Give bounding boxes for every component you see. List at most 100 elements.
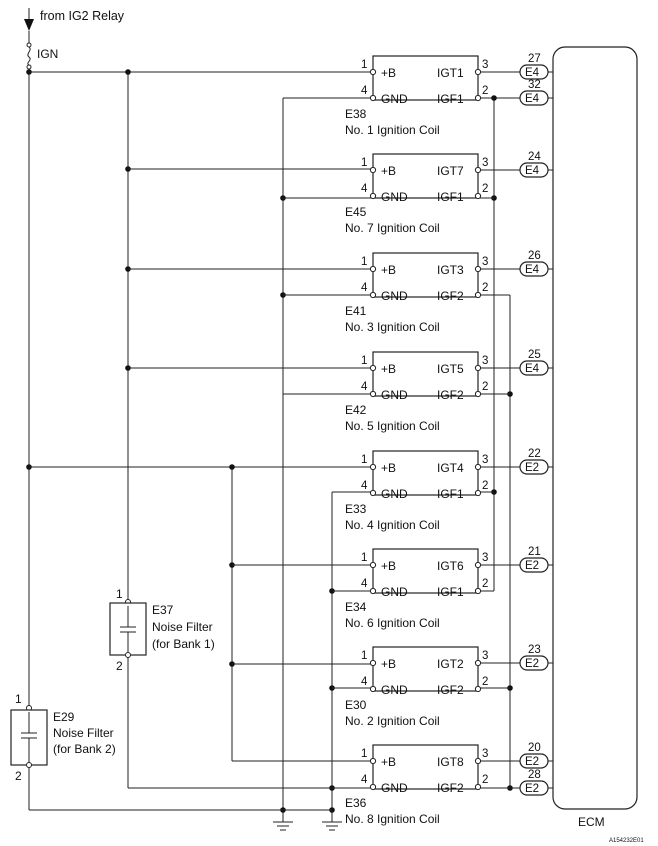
coil-pin-label: 2 [482,578,488,590]
coil-pin-label: 1 [361,355,367,367]
fuse-label: IGN [37,47,58,61]
source-label: from IG2 Relay [40,9,125,23]
ecm-pin-number: 32 [528,79,541,91]
coil-igf-label: IGF1 [437,190,464,204]
noise-filter-e29: 1 2 E29 Noise Filter (for Bank 2) [10,692,116,783]
ecm-pin-number: 20 [528,742,541,754]
ecm-connector-code: E2 [525,756,539,768]
coil-pin-label: 4 [361,381,368,393]
ecm-pin-number: 21 [528,546,541,558]
coil-terminal-label: +B [381,66,396,80]
coil-name: No. 5 Ignition Coil [345,419,440,433]
ecm-pin-number: 26 [528,250,541,262]
coil-igt-label: IGT4 [437,461,464,475]
coil-pin-label: 1 [361,650,367,662]
coil-pin-label: 3 [482,650,488,662]
coil-pin-label: 2 [482,480,488,492]
coil-pin-label: 4 [361,578,368,590]
filter-name: Noise Filter [152,620,213,634]
coil-pin-label: 1 [361,59,367,71]
coil-pin-label: 4 [361,676,368,688]
coil-code: E41 [345,304,367,318]
down-arrow-icon [24,19,34,31]
filter-note: (for Bank 1) [152,637,215,651]
coil-name: No. 6 Ignition Coil [345,616,440,630]
coil-igf-label: IGF1 [437,487,464,501]
coil-terminal-label: GND [381,683,408,697]
ecm-connector-code: E4 [525,165,540,177]
coil-terminal-label: GND [381,781,408,795]
coil-igf-label: IGF1 [437,585,464,599]
coil-pin-label: 3 [482,256,488,268]
coil-terminal-label: GND [381,487,408,501]
coil-pin-label: 2 [482,676,488,688]
coil-igf-label: IGF2 [437,289,464,303]
coil-igt-label: IGT7 [437,164,464,178]
ecm-block: ECM [552,46,638,829]
coil-terminal-label: GND [381,190,408,204]
ecm-connector-code: E4 [525,67,540,79]
ecm-pin-number: 25 [528,349,541,361]
coil-pin-label: 4 [361,480,368,492]
coil-terminal-label: GND [381,585,408,599]
coil-pin-label: 4 [361,282,368,294]
coil-terminal-label: +B [381,657,396,671]
coil-igt-label: IGT1 [437,66,464,80]
filter-code: E29 [53,710,75,724]
ecm-pin-number: 27 [528,53,541,65]
figure-code: A154232E01 [609,838,644,844]
coil-pin-label: 3 [482,552,488,564]
ecm-connector-code: E2 [525,783,539,795]
coil-igt-label: IGT6 [437,559,464,573]
coil-name: No. 4 Ignition Coil [345,518,440,532]
coil-pin-label: 1 [361,454,367,466]
noise-filter-e37: 1 2 E37 Noise Filter (for Bank 1) [109,587,215,673]
coil-pin-label: 2 [482,282,488,294]
ig2-relay-source: from IG2 Relay [24,8,125,31]
coil-terminal-label: +B [381,461,396,475]
filter-note: (for Bank 2) [53,742,116,756]
coil-code: E45 [345,205,367,219]
ecm-connector-code: E2 [525,560,539,572]
coil-pin-label: 4 [361,183,368,195]
coil-name: No. 7 Ignition Coil [345,221,440,235]
coil-igf-label: IGF2 [437,683,464,697]
coil-pin-label: 3 [482,59,488,71]
coil-pin-label: 2 [482,85,488,97]
coil-pin-label: 1 [361,552,367,564]
filter-pin-top: 1 [116,587,123,601]
coil-terminal-label: +B [381,362,396,376]
coil-terminal-label: +B [381,164,396,178]
ecm-connector-code: E2 [525,462,539,474]
coil-pin-label: 3 [482,355,488,367]
coil-code: E33 [345,502,367,516]
coil-code: E42 [345,403,367,417]
coil-igt-label: IGT8 [437,755,464,769]
filter-pin-top: 1 [15,692,22,706]
coil-pin-label: 1 [361,157,367,169]
coil-igf-label: IGF2 [437,781,464,795]
ecm-connector-code: E2 [525,658,539,670]
coil-name: No. 8 Ignition Coil [345,812,440,826]
coil-code: E38 [345,107,367,121]
coil-terminal-label: +B [381,755,396,769]
ecm-pin-number: 24 [528,151,541,163]
coil-terminal-label: +B [381,559,396,573]
coil-name: No. 3 Ignition Coil [345,320,440,334]
ign-fuse: IGN [26,31,58,70]
coil-pin-label: 3 [482,748,488,760]
coil-terminal-label: +B [381,263,396,277]
filter-pin-bottom: 2 [116,659,123,673]
ecm-label: ECM [578,815,605,829]
ground-bank2 [322,821,342,831]
coil-code: E34 [345,600,367,614]
coil-code: E36 [345,796,367,810]
filter-code: E37 [152,603,174,617]
